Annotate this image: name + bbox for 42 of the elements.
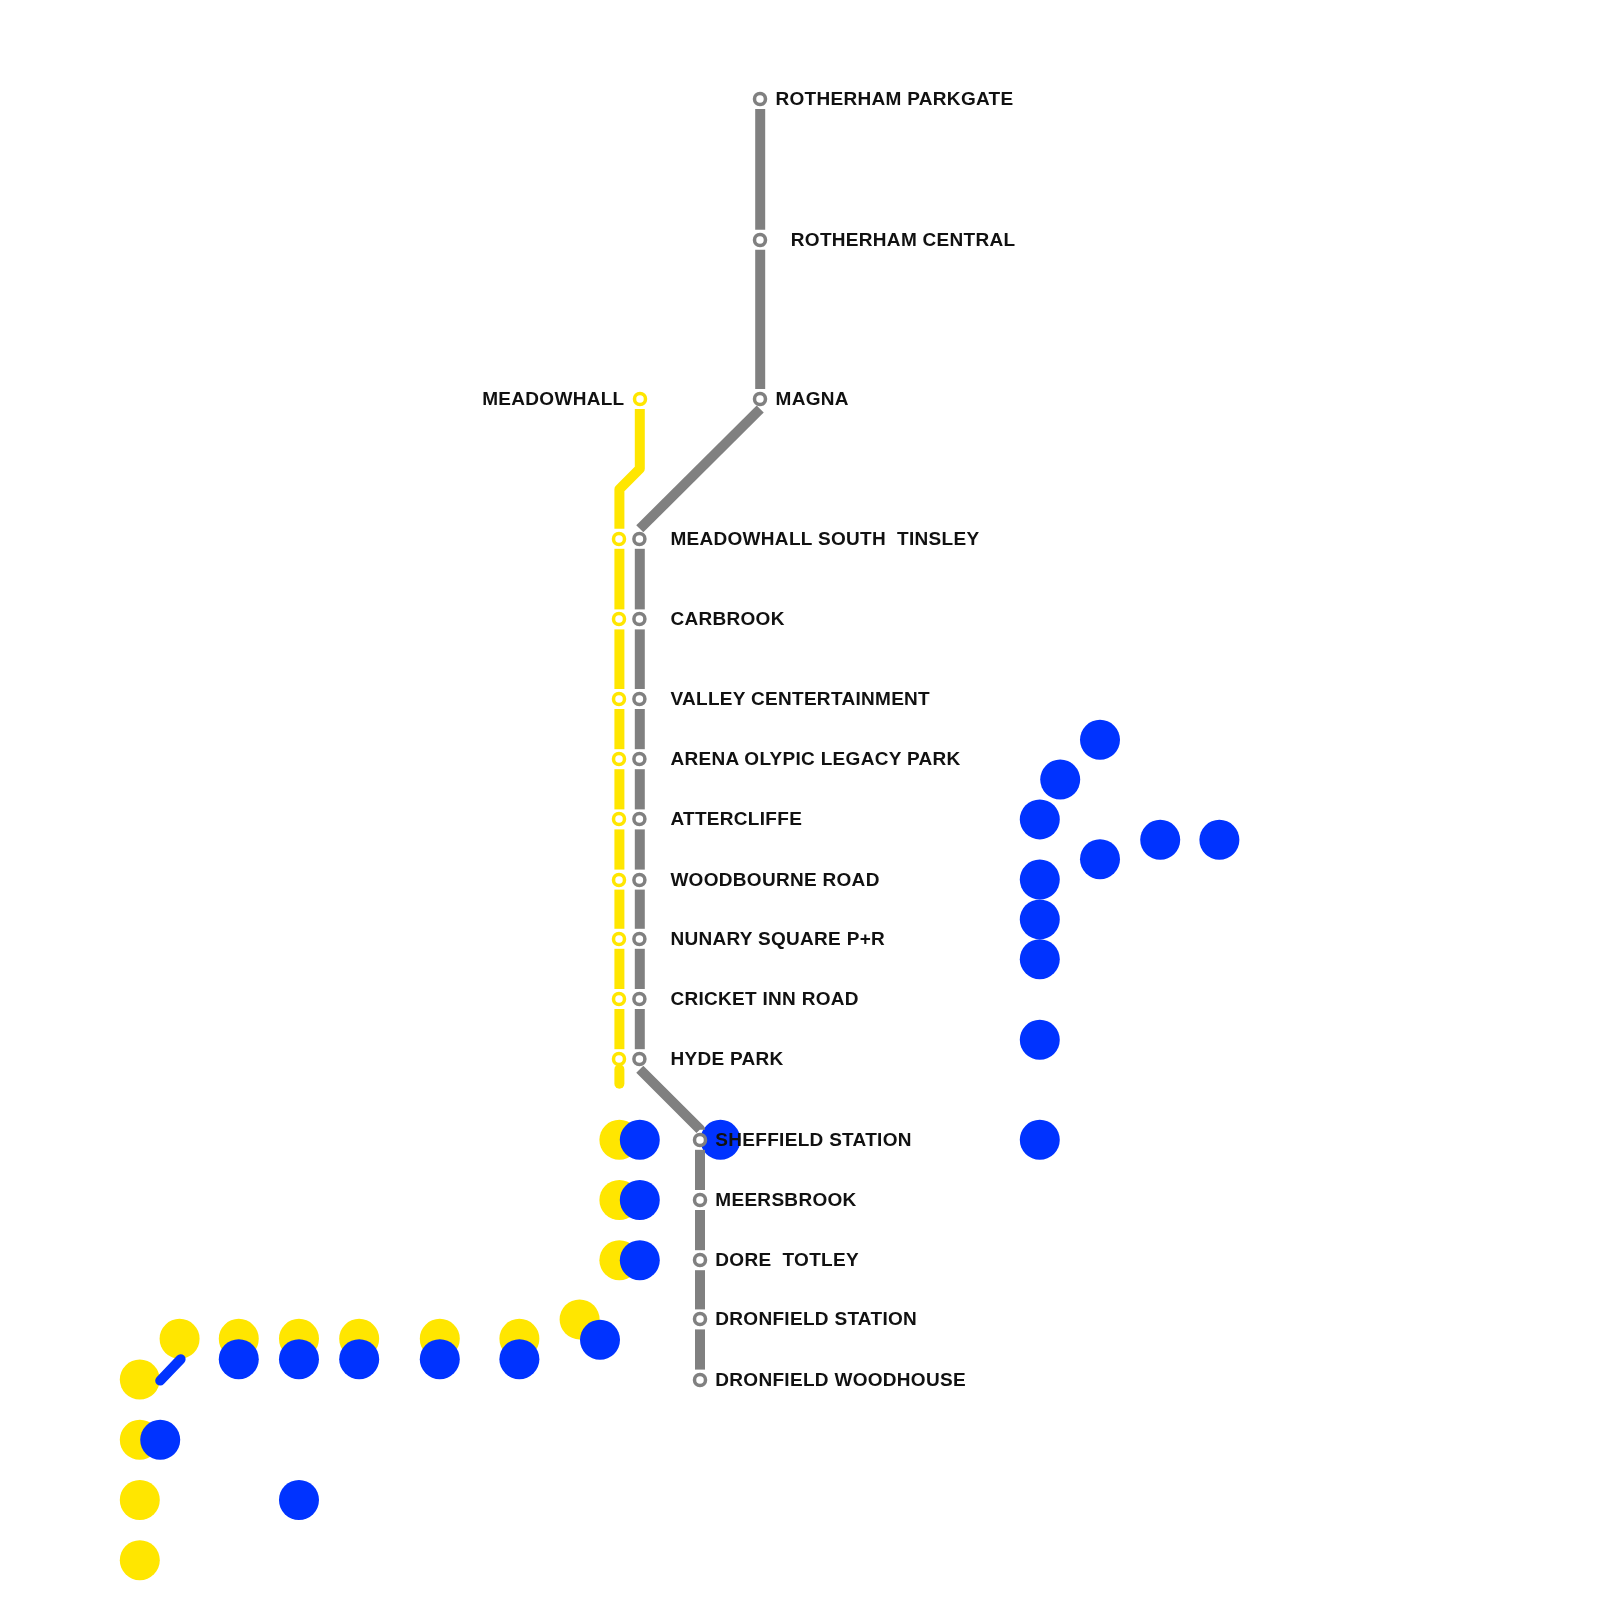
rail-line [634,1009,645,1050]
rail-line [634,769,645,810]
rail-line [614,709,625,750]
station-label: CARBROOK [670,608,785,630]
rail-line [614,769,625,810]
rail-line [614,948,625,989]
station-label: MEADOWHALL SOUTH TINSLEY [670,527,980,549]
station-label: MEERSBROOK [715,1189,857,1210]
rail-line [634,548,645,610]
rail-line [614,829,625,870]
rail-line [634,709,645,750]
station-label: ROTHERHAM PARKGATE [775,87,1014,109]
rail-line [634,889,645,929]
rail-line [634,405,764,534]
rail-line [614,548,625,610]
station-label: ATTERCLIFFE [670,808,803,830]
rail-line [614,889,625,929]
station-label: DRONFIELD WOODHOUSE [715,1368,966,1390]
station-label: HYDE PARK [670,1048,784,1070]
rail-line [755,109,766,230]
rail-line [614,409,645,529]
station-label: NUNARY SQUARE P+R [670,927,886,949]
rail-line [755,249,766,389]
rail-line [634,948,645,989]
rail-line [695,1270,705,1310]
rail-line [695,1149,705,1190]
station-label: ROTHERHAM CENTRAL [790,228,1016,250]
rail-line [695,1210,705,1251]
station-label: MAGNA [775,387,849,409]
station-label: MEADOWHALL [482,387,625,409]
station-label: CRICKET INN ROAD [670,987,859,1009]
rail-line [614,1009,625,1050]
station-label: ARENA OLYPIC LEGACY PARK [670,748,961,770]
station-label: VALLEY CENTERTAINMENT [670,687,931,709]
rail-line [634,629,645,689]
rail-line [636,1065,705,1135]
rail-line [695,1329,705,1370]
station-label: WOODBOURNE ROAD [670,868,880,890]
rail-line [634,829,645,870]
station-label: DRONFIELD STATION [715,1308,918,1330]
rail-line [614,629,625,689]
station-label: DORE TOTLEY [715,1249,859,1271]
